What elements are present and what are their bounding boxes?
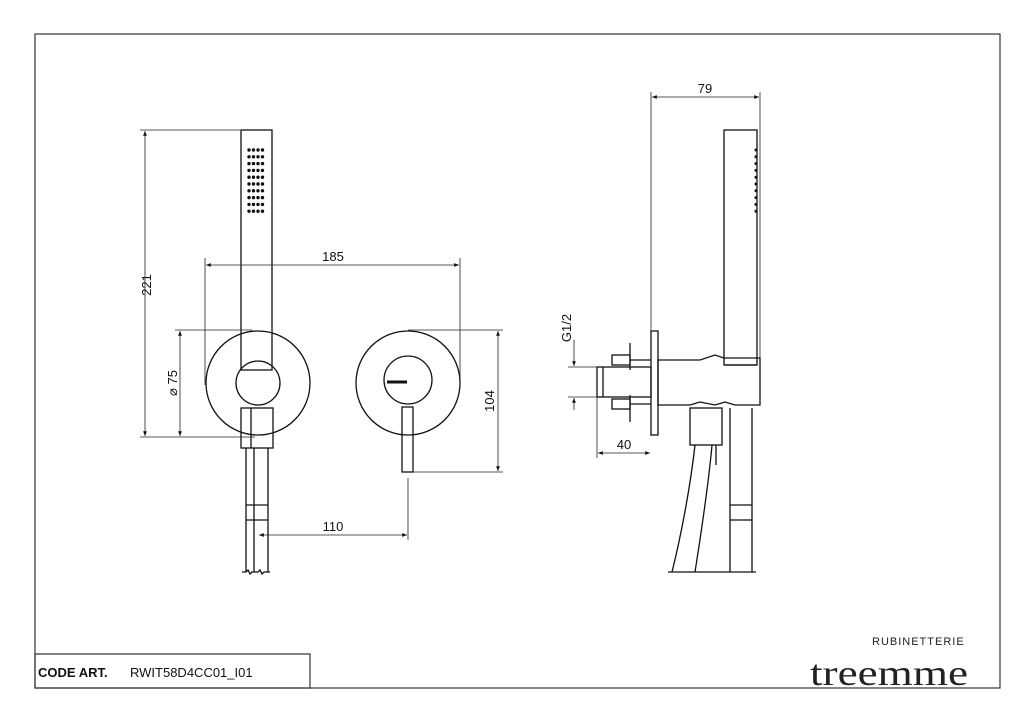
code-art-label: CODE ART.: [38, 665, 108, 680]
spray-hole: [754, 189, 758, 193]
spray-hole: [247, 161, 251, 166]
spray-hole: [247, 195, 251, 200]
spray-hole: [256, 175, 260, 179]
spray-hole: [247, 155, 251, 159]
spray-hole: [251, 182, 256, 186]
spray-hole: [256, 155, 260, 159]
title-block: [34, 653, 311, 689]
spray-hole: [754, 182, 758, 186]
spray-hole: [260, 161, 265, 166]
spray-hole: [260, 148, 265, 152]
code-art-value: RWIT58D4CC01_I01: [130, 665, 253, 680]
spray-hole: [247, 175, 251, 179]
spray-hole: [260, 168, 265, 173]
logo-subtitle: RUBINETTERIE: [872, 636, 965, 648]
dimension-diameter-75: ⌀ 75: [165, 329, 252, 436]
spray-hole: [754, 209, 758, 213]
spray-hole: [251, 189, 256, 193]
dimension-185: 185: [204, 249, 461, 385]
spray-hole: [247, 182, 251, 186]
dimension-185-label: 185: [322, 249, 344, 264]
spray-hole: [754, 168, 758, 172]
spray-hole: [251, 202, 256, 207]
spray-hole: [260, 189, 265, 193]
spray-hole: [247, 148, 251, 152]
spray-hole: [256, 209, 260, 213]
spray-hole: [251, 209, 256, 213]
dimension-104-label: 104: [482, 390, 497, 412]
spray-hole: [251, 195, 256, 200]
dimension-79: 79: [650, 81, 761, 358]
dimension-g1-2-label: G1/2: [559, 314, 574, 342]
front-view-shower-set: [205, 129, 311, 576]
spray-hole: [256, 195, 260, 200]
spray-hole: [256, 148, 260, 152]
spray-hole: [251, 148, 256, 152]
spray-hole: [260, 175, 265, 179]
logo-brand: treemme: [810, 653, 968, 693]
dimension-g1-2: G1/2: [559, 314, 597, 410]
spray-hole: [256, 189, 260, 193]
spray-hole: [256, 168, 260, 173]
dimension-110-label: 110: [323, 519, 344, 534]
spray-hole: [260, 155, 265, 159]
spray-hole: [251, 155, 256, 159]
spray-hole: [754, 155, 758, 159]
spray-hole: [251, 175, 256, 179]
spray-hole: [247, 209, 251, 213]
spray-hole: [754, 148, 758, 152]
dimension-diameter-75-label: ⌀ 75: [165, 370, 180, 396]
spray-hole: [754, 175, 758, 179]
spray-hole: [251, 161, 256, 166]
spray-hole: [256, 202, 260, 207]
spray-hole: [256, 161, 260, 166]
spray-hole: [260, 202, 265, 207]
shower-spray-holes: [247, 148, 265, 213]
dimension-221-label: 221: [139, 274, 154, 296]
spray-hole: [754, 162, 758, 166]
spray-hole: [260, 209, 265, 213]
spray-hole: [247, 189, 251, 193]
dimension-104: 104: [408, 329, 503, 473]
mixer-front-view: [355, 330, 461, 473]
spray-hole: [754, 196, 758, 200]
dimension-221: 221: [139, 129, 255, 438]
dimension-40-label: 40: [617, 437, 631, 452]
spray-hole: [260, 195, 265, 200]
spray-hole: [251, 168, 256, 173]
dimension-79-label: 79: [698, 81, 712, 96]
dimension-110: 110: [259, 478, 409, 540]
spray-hole: [256, 182, 260, 186]
dimension-40: 40: [596, 397, 650, 458]
spray-hole: [247, 202, 251, 207]
spray-hole: [247, 168, 251, 173]
side-view-shower-set: [596, 129, 761, 573]
drawing-border: [34, 33, 1001, 689]
treemme-logo: RUBINETTERIE treemme: [810, 636, 968, 693]
spray-hole: [754, 202, 758, 206]
spray-hole: [260, 182, 265, 186]
